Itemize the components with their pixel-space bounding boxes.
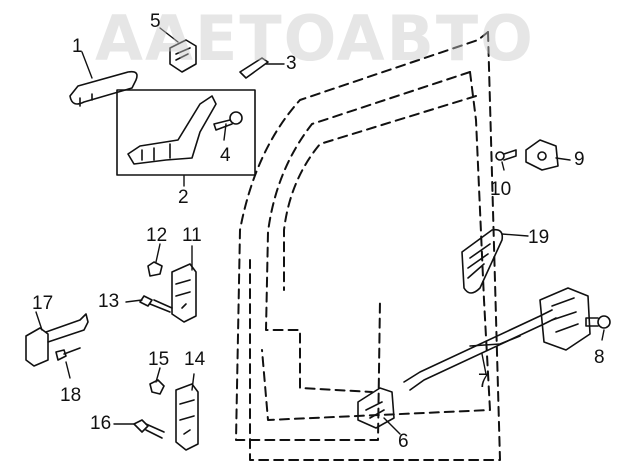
bolt-16 xyxy=(133,419,165,439)
outside-door-handle xyxy=(69,70,138,107)
callout-5: 5 xyxy=(150,11,161,32)
handle-gasket xyxy=(239,57,269,79)
callout-10: 10 xyxy=(490,179,512,200)
callout-13: 13 xyxy=(98,291,120,312)
callout-8: 8 xyxy=(594,347,605,368)
door-check xyxy=(25,313,89,367)
callout-3: 3 xyxy=(286,53,297,74)
striker-bolt xyxy=(495,149,517,161)
bolt-12 xyxy=(147,261,163,277)
callout-17: 17 xyxy=(32,293,54,314)
callout-7: 7 xyxy=(478,371,489,392)
inside-door-handle xyxy=(461,228,504,294)
bolt-13 xyxy=(139,295,173,313)
handle-frame xyxy=(127,95,217,165)
screw-4 xyxy=(213,111,243,131)
callout-15: 15 xyxy=(148,349,170,370)
callout-18: 18 xyxy=(60,385,82,406)
callout-14: 14 xyxy=(184,349,206,370)
callout-19: 19 xyxy=(528,227,550,248)
callout-6: 6 xyxy=(398,431,409,452)
callout-16: 16 xyxy=(90,413,112,434)
handle-frame-box xyxy=(116,89,256,176)
door-striker xyxy=(525,139,559,171)
callout-4: 4 xyxy=(220,145,231,166)
leader-lines xyxy=(35,27,605,435)
callout-12: 12 xyxy=(146,225,168,246)
bolt-18 xyxy=(55,347,81,361)
callout-9: 9 xyxy=(574,149,585,170)
latch-bracket xyxy=(357,387,395,429)
callout-2: 2 xyxy=(178,187,189,208)
bolt-15 xyxy=(149,379,165,395)
screw-8 xyxy=(585,315,611,329)
callout-11: 11 xyxy=(182,225,202,246)
callout-1: 1 xyxy=(72,36,83,57)
door-lock-actuator xyxy=(539,287,591,351)
door-frame-outline xyxy=(235,31,501,461)
handle-cover-cap xyxy=(169,39,197,73)
lock-cable-rod xyxy=(403,309,557,391)
upper-hinge xyxy=(171,263,197,323)
lower-hinge xyxy=(175,383,199,451)
